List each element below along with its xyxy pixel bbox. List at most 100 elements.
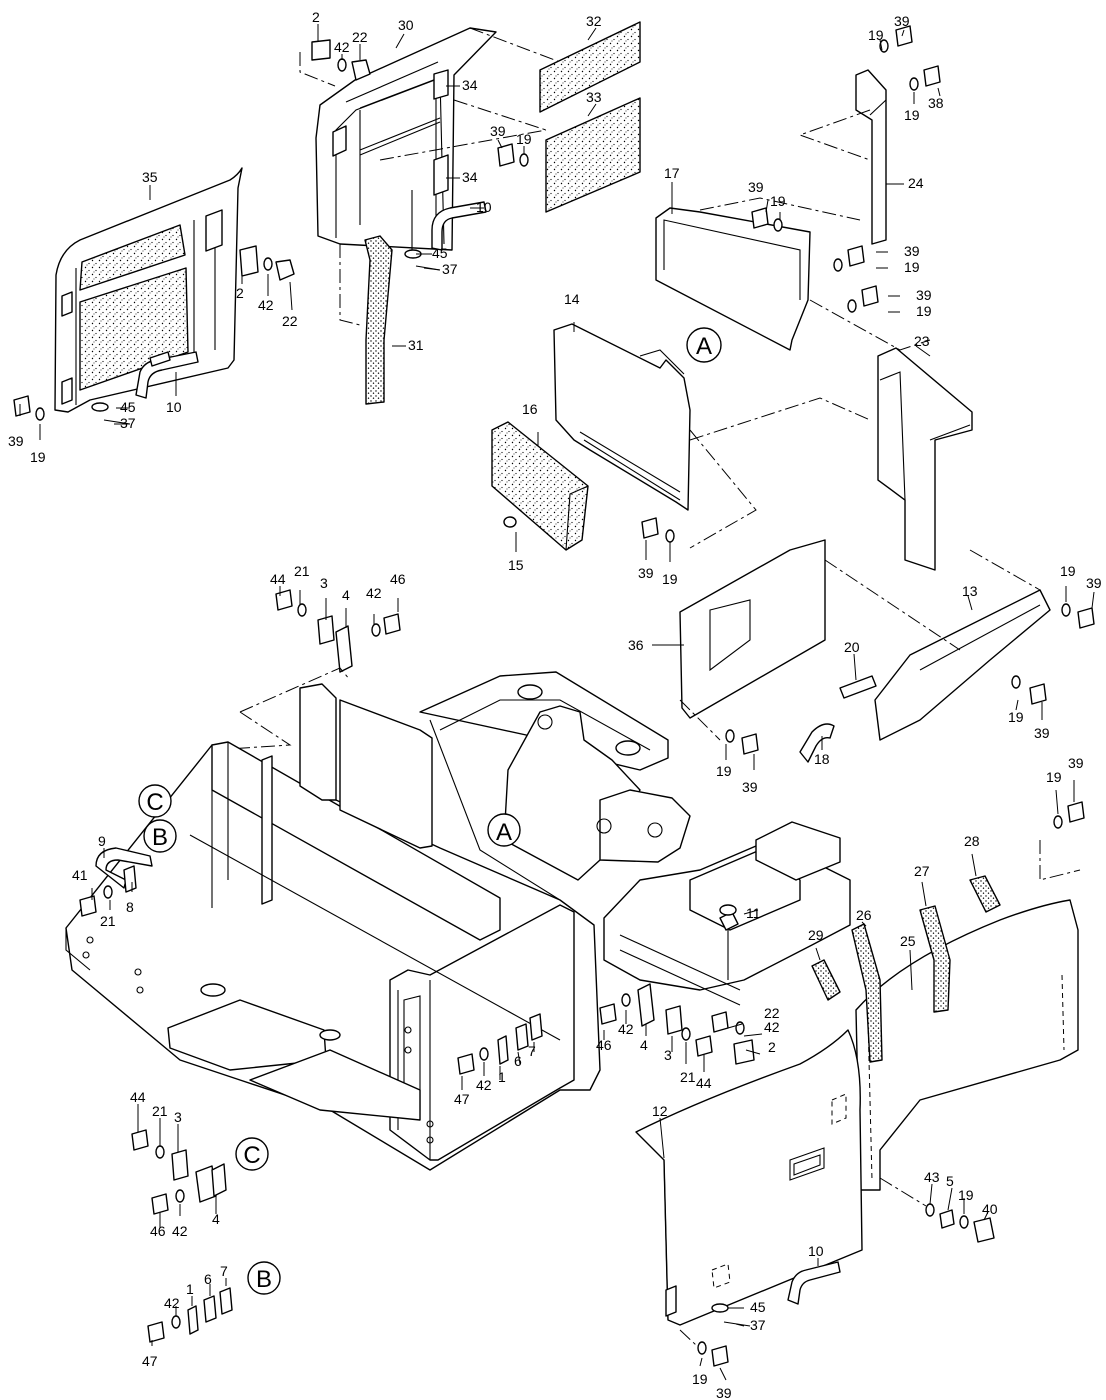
- callout-right-brackets: 39: [894, 13, 910, 29]
- callout-mid-hinge: 21: [680, 1069, 696, 1085]
- callout-upper-door: 19: [516, 131, 532, 147]
- callout-rear-cover: 19: [1046, 769, 1062, 785]
- upper-right-brackets: [655, 25, 941, 351]
- callout-rear-cover: 28: [964, 833, 980, 849]
- top-hinge-assembly: [275, 589, 401, 673]
- reference-letter-a: A: [496, 819, 512, 846]
- side-door-assembly: [635, 1029, 863, 1367]
- callout-detail-b: 1: [186, 1281, 194, 1297]
- callout-detail-c: 42: [172, 1223, 188, 1239]
- callout-right-brackets: 19: [770, 193, 786, 209]
- callout-right-panel: 19: [1008, 709, 1024, 725]
- callout-mid-latch: 47: [454, 1091, 470, 1107]
- callout-mid-hinge: 42: [618, 1021, 634, 1037]
- detail-c-assembly: [131, 1129, 269, 1215]
- reference-letter-a: A: [696, 333, 712, 360]
- callout-upper-door: 39: [490, 123, 506, 139]
- callout-upper-door: 34: [462, 77, 478, 93]
- callout-detail-b: 6: [204, 1271, 212, 1287]
- callout-frame: 9: [98, 833, 106, 849]
- callout-rear-cover: 39: [1068, 755, 1084, 771]
- callout-detail-c: 3: [174, 1109, 182, 1125]
- callout-center-plate: 15: [508, 557, 524, 573]
- callout-side-fasteners: 43: [924, 1169, 940, 1185]
- callout-right-panel: 23: [914, 333, 930, 349]
- callout-right-brackets: 17: [664, 165, 680, 181]
- callout-upper-door: 45: [432, 245, 448, 261]
- callout-mid-latch: 42: [476, 1077, 492, 1093]
- callout-top-hinge: 4: [342, 587, 350, 603]
- callout-frame: 8: [126, 899, 134, 915]
- callout-right-brackets: 19: [904, 107, 920, 123]
- leader-lines: [19, 24, 1095, 1381]
- callout-top-hinge: 21: [294, 563, 310, 579]
- callout-side-door: 10: [808, 1243, 824, 1259]
- callout-right-panel: 19: [1060, 563, 1076, 579]
- callout-side-door: 39: [716, 1385, 732, 1400]
- callout-rear-cover: 25: [900, 933, 916, 949]
- left-door-assembly: [13, 167, 295, 425]
- callout-right-brackets: 19: [904, 259, 920, 275]
- callout-rear-cover: 29: [808, 927, 824, 943]
- callout-left-door: 19: [30, 449, 46, 465]
- callout-right-panel: 18: [814, 751, 830, 767]
- callout-right-brackets: 39: [904, 243, 920, 259]
- callout-center-plate: 14: [564, 291, 580, 307]
- upper-door-assembly: [299, 21, 641, 405]
- callout-upper-door: 37: [442, 261, 458, 277]
- callout-side-door: 37: [750, 1317, 766, 1333]
- callout-top-hinge: 3: [320, 575, 328, 591]
- callout-side-door: 45: [750, 1299, 766, 1315]
- callout-right-panel: 20: [844, 639, 860, 655]
- callout-upper-door: 2: [312, 9, 320, 25]
- callout-right-brackets: 19: [868, 27, 884, 43]
- callout-upper-door: 32: [586, 13, 602, 29]
- callout-right-brackets: 19: [916, 303, 932, 319]
- callout-top-hinge: 42: [366, 585, 382, 601]
- callout-detail-c: 4: [212, 1211, 220, 1227]
- callout-center-plate: 39: [638, 565, 654, 581]
- callout-left-door: 10: [166, 399, 182, 415]
- callout-right-panel: 36: [628, 637, 644, 653]
- callout-left-door: 45: [120, 399, 136, 415]
- reference-letter-b: B: [152, 824, 168, 851]
- callout-right-panel: 39: [742, 779, 758, 795]
- callout-mid-hinge: 3: [664, 1047, 672, 1063]
- callout-right-brackets: 39: [916, 287, 932, 303]
- callout-left-door: 2: [236, 285, 244, 301]
- callout-upper-door: 10: [476, 199, 492, 215]
- callout-mid-latch: 6: [514, 1053, 522, 1069]
- callout-side-door: 19: [692, 1371, 708, 1387]
- callout-upper-door: 31: [408, 337, 424, 353]
- callout-upper-door: 30: [398, 17, 414, 33]
- callout-upper-door: 33: [586, 89, 602, 105]
- callout-top-hinge: 44: [270, 571, 286, 587]
- callout-left-door: 39: [8, 433, 24, 449]
- callout-rear-cover: 27: [914, 863, 930, 879]
- callout-frame: 11: [746, 905, 761, 921]
- callout-left-door: 22: [282, 313, 298, 329]
- callout-right-brackets: 38: [928, 95, 944, 111]
- callout-mid-hinge: 2: [768, 1039, 776, 1055]
- callout-right-panel: 39: [1034, 725, 1050, 741]
- callout-left-door: 42: [258, 297, 274, 313]
- callout-right-panel: 19: [716, 763, 732, 779]
- callout-mid-hinge: 4: [640, 1037, 648, 1053]
- callout-rear-cover: 26: [856, 907, 872, 923]
- callout-center-plate: 16: [522, 401, 538, 417]
- callout-right-panel: 13: [962, 583, 978, 599]
- callout-center-plate: 19: [662, 571, 678, 587]
- callout-top-hinge: 46: [390, 571, 406, 587]
- mid-hinge-assembly: [457, 983, 755, 1075]
- reference-letter-c: C: [146, 789, 163, 816]
- callout-mid-hinge: 46: [596, 1037, 612, 1053]
- callout-left-door: 37: [120, 415, 136, 431]
- callout-right-panel: 39: [1086, 575, 1102, 591]
- right-panel-assembly: [679, 347, 1095, 763]
- callout-detail-b: 47: [142, 1353, 158, 1369]
- reference-letter-b: B: [256, 1266, 272, 1293]
- callout-detail-b: 7: [220, 1263, 228, 1279]
